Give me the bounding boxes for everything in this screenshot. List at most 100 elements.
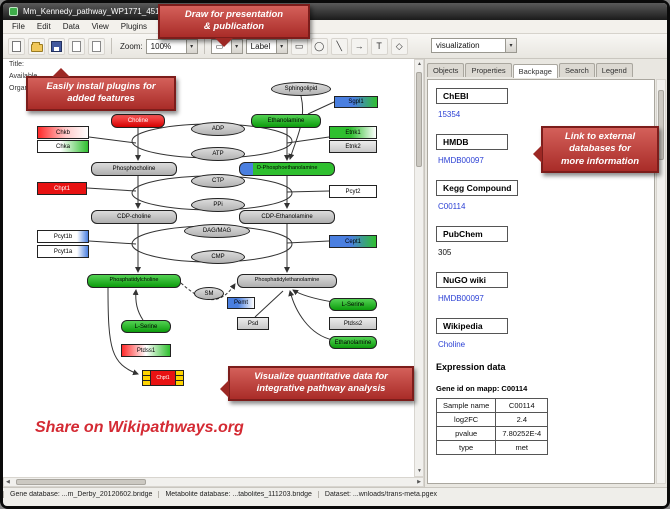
node-pcyt1b[interactable]: Pcyt1b [37,230,89,243]
zoom-combobox[interactable]: 100% ▾ [145,38,198,54]
share-on-wikipathways-text: Share on Wikipathways.org [35,419,244,436]
chevron-down-icon[interactable]: ▾ [275,39,287,53]
kegg-link[interactable]: C00114 [438,202,466,211]
scroll-up-icon[interactable]: ▲ [417,61,422,67]
node-cdp-choline[interactable]: CDP-choline [91,210,177,224]
node-ppi[interactable]: PPi [191,198,245,212]
chebi-link[interactable]: 15354 [438,110,461,119]
node-pemt[interactable]: Pemt [227,297,255,309]
tab-legend[interactable]: Legend [595,63,633,77]
menu-file[interactable]: File [12,22,25,31]
node-ptdss2[interactable]: Ptdss2 [329,317,377,330]
node-sgpl1[interactable]: Sgpl1 [334,96,378,108]
table-header-sample: Sample name [435,398,497,413]
new-file-icon [12,40,21,52]
node-cept1[interactable]: Cept1 [329,235,377,248]
wikipedia-link[interactable]: Choline [438,340,466,349]
scroll-down-icon[interactable]: ▼ [417,468,422,474]
open-button[interactable] [28,37,45,55]
node-adp[interactable]: ADP [191,122,245,136]
node-phosphatidylethanolamine[interactable]: Phosphatidylethanolamine [237,274,337,288]
node-ctp[interactable]: CTP [191,174,245,188]
node-chka[interactable]: Chka [37,140,89,153]
node-cmp[interactable]: CMP [191,250,245,264]
node-l-serine-left[interactable]: L-Serine [121,320,171,333]
table-cell: met [495,440,549,455]
node-ptdss1[interactable]: Ptdss1 [121,344,171,357]
node-etnk2[interactable]: Etnk2 [329,140,377,153]
node-o-phosphoethanolamine[interactable]: O-Phosphoethanolamine [239,162,335,176]
pathway-organism-label: Organism [9,85,40,92]
panel-vertical-scrollbar[interactable] [656,79,666,484]
panel-scroll-thumb[interactable] [658,90,664,160]
table-cell: 7.80252E-4 [495,426,549,441]
chevron-down-icon[interactable]: ▾ [185,39,197,53]
backpage-section-chebi: ChEBI 15354 [436,86,646,119]
open-folder-icon [30,41,43,52]
ellipse-tool-button[interactable]: ◯ [310,37,328,55]
node-chpt1[interactable]: Chpt1 [37,182,87,195]
node-psd[interactable]: Psd [237,317,269,330]
shape-tool-button[interactable]: ◇ [390,37,408,55]
node-pcyt1a[interactable]: Pcyt1a [37,245,89,258]
node-choline[interactable]: Choline [111,114,165,128]
menu-edit[interactable]: Edit [36,22,51,31]
node-phosphatidylcholine[interactable]: Phosphatidylcholine [87,274,181,288]
menu-data[interactable]: Data [62,22,80,31]
title-bar[interactable]: Mm_Kennedy_pathway_WP1771_45176.gpml [3,3,667,20]
save-disk-icon [51,40,62,52]
canvas-horizontal-scrollbar[interactable]: ◀ ▶ [3,477,424,487]
import-button[interactable] [68,37,85,55]
node-atp[interactable]: ATP [191,147,245,161]
hmdb-link[interactable]: HMDB00097 [438,156,484,165]
menu-view[interactable]: View [91,22,109,31]
label-combobox[interactable]: Label ▾ [245,38,288,54]
tab-search[interactable]: Search [558,63,595,77]
menu-plugins[interactable]: Plugins [120,22,148,31]
table-cell: type [435,440,497,455]
scroll-right-icon[interactable]: ▶ [417,479,421,485]
table-row: log2FC 2.4 [435,412,549,427]
node-cdp-ethanolamine[interactable]: CDP-Ethanolamine [239,210,335,224]
node-etnk1[interactable]: Etnk1 [329,126,377,139]
save-button[interactable] [48,37,65,55]
toolbar-separator [111,38,112,54]
node-sm[interactable]: SM [194,287,224,300]
tab-objects[interactable]: Objects [427,63,465,77]
arrow-tool-button[interactable]: → [350,37,368,55]
new-button[interactable] [8,37,25,55]
callout-line: Easily install plugins for [46,81,156,92]
line-tool-button[interactable]: ╲ [330,37,348,55]
tab-backpage[interactable]: Backpage [512,64,558,78]
canvas-vertical-scrollbar[interactable]: ▲ ▼ [414,59,424,477]
nugo-link[interactable]: HMDB00097 [438,294,484,303]
callout-line: more information [560,155,640,167]
callout-line: databases for [569,143,631,155]
export-button[interactable] [88,37,105,55]
table-header-id: C00114 [495,398,549,413]
pathway-canvas[interactable]: Title: Available Organism Sphingolipid S… [3,59,414,477]
backpage-section-wikipedia: Wikipedia Choline [436,316,646,349]
node-ethanolamine[interactable]: Ethanolamine [251,114,321,128]
pubchem-id-value: 305 [438,248,452,257]
chevron-down-icon[interactable]: ▾ [505,39,516,52]
text-tool-button[interactable]: T [370,37,388,55]
rect-tool-button[interactable]: ▭ [290,37,308,55]
visualization-combobox[interactable]: visualization ▾ [431,38,517,53]
node-phosphocholine[interactable]: Phosphocholine [91,162,177,176]
node-ethanolamine-lower[interactable]: Ethanolamine [329,336,377,349]
gene-id-line: Gene id on mapp: C00114 [436,384,528,393]
node-expression-datanode[interactable]: Chpt1 [142,370,184,386]
scroll-left-icon[interactable]: ◀ [6,479,10,485]
tab-properties[interactable]: Properties [465,63,512,77]
node-l-serine-right[interactable]: L-Serine [329,298,377,311]
node-pcyt2[interactable]: Pcyt2 [329,185,377,198]
window-title: Mm_Kennedy_pathway_WP1771_45176.gpml [23,7,188,16]
sidebar-panel: Objects Properties Backpage Search Legen… [424,59,667,487]
node-sphingolipid[interactable]: Sphingolipid [271,82,331,96]
node-dag-mag[interactable]: DAG/MAG [184,224,250,238]
vertical-scroll-thumb[interactable] [416,72,422,167]
horizontal-scroll-thumb[interactable] [16,479,146,485]
node-chkb[interactable]: Chkb [37,126,89,139]
hmdb-header-box: HMDB [436,134,508,150]
